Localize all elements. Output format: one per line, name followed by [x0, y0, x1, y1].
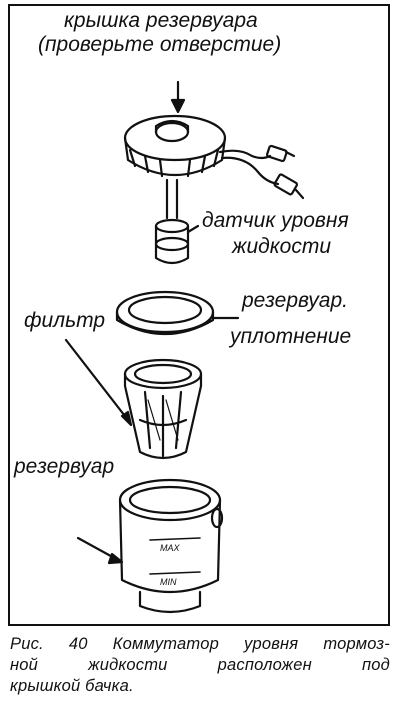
cap-label-line2: (проверьте отверстие)	[38, 33, 282, 56]
diagram-frame	[8, 4, 390, 626]
reservoir-body-illustration	[76, 478, 224, 614]
seal-ring-illustration	[115, 290, 240, 335]
level-sensor-illustration	[154, 218, 200, 265]
filter-label: фильтр	[24, 309, 106, 332]
caption-line3: крышкой бачка.	[10, 677, 134, 695]
min-mark: MIN	[160, 577, 177, 587]
sensor-label-line1: датчик уровня	[202, 209, 349, 232]
reservoir-cap-illustration	[123, 114, 305, 220]
reservoir-exploded-diagram: MAX MIN	[64, 80, 305, 614]
max-mark: MAX	[160, 543, 181, 553]
seal-label-line1: резервуар.	[242, 289, 348, 312]
cap-label-line1: крышка резервуара	[64, 9, 258, 32]
cap-arrow	[170, 80, 186, 114]
seal-label-line2: уплотнение	[230, 325, 352, 348]
caption-line1: Рис. 40 Коммутатор уровня тормоз-	[10, 635, 390, 653]
figure-caption: Рис. 40 Коммутатор уровня тормоз- ной жи…	[10, 634, 390, 697]
filter-illustration	[64, 338, 203, 460]
caption-line2: ной жидкости расположен под	[10, 656, 390, 674]
sensor-label-line2: жидкости	[232, 235, 332, 258]
reservoir-label: резервуар	[14, 455, 115, 478]
